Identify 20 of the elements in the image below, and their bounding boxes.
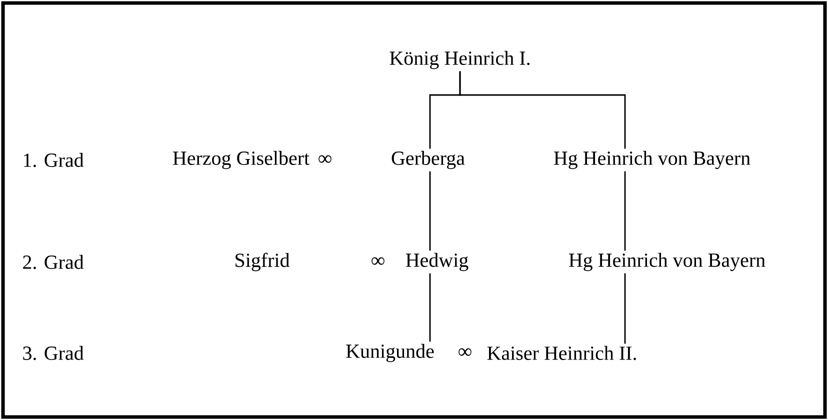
- marriage-symbol: ∞: [318, 155, 332, 163]
- person-name: Herzog Giselbert: [173, 150, 310, 170]
- person-name: Sigfrid: [236, 252, 290, 272]
- marriage-symbol: ∞: [458, 348, 472, 356]
- family-line: [459, 71, 626, 149]
- family-line: [624, 171, 626, 251]
- person-name: Hedwig: [406, 252, 468, 272]
- person-name: König Heinrich I.: [390, 50, 530, 70]
- person-name: Kunigunde: [346, 344, 434, 362]
- marriage-symbol: ∞: [372, 257, 384, 265]
- person-name: Hg Heinrich von Bayern: [554, 150, 750, 170]
- family-line: [429, 171, 431, 251]
- generation-label: 2. Grad: [23, 254, 84, 270]
- generation-label: 3. Grad: [23, 346, 84, 360]
- person-name: Kaiser Heinrich II.: [487, 346, 636, 360]
- family-line: [429, 273, 431, 342]
- person-name: Hg Heinrich von Bayern: [569, 252, 766, 272]
- family-line: [624, 273, 626, 344]
- person-name: Gerberga: [392, 150, 465, 170]
- generation-label: 1. Grad: [24, 152, 84, 168]
